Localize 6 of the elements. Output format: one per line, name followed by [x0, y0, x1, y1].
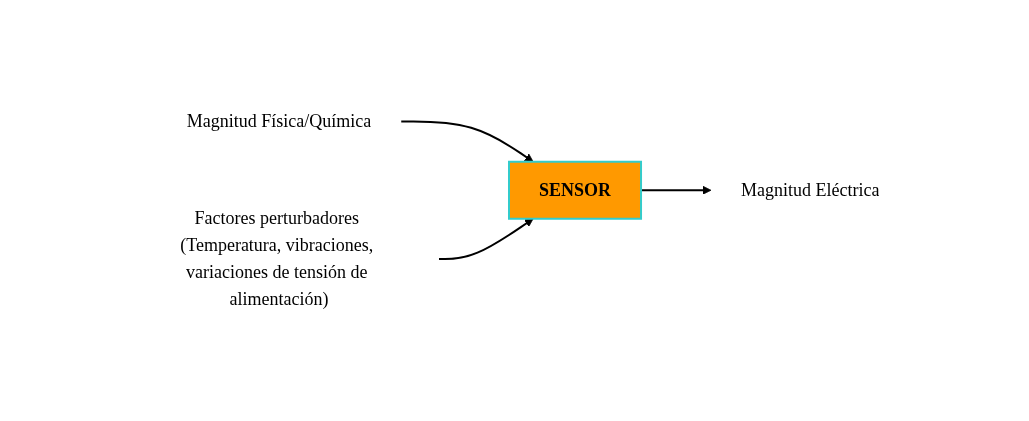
- arrow: [438, 218, 534, 260]
- node-text: Magnitud Física/Química: [187, 111, 372, 131]
- node-text: Magnitud Eléctrica: [741, 179, 880, 200]
- node-box: SENSOR: [508, 160, 643, 220]
- node-text: Factores perturbadores (Temperatura, vibraciones, variaciones de tensión de alimentación): [180, 208, 374, 309]
- arrow: [400, 120, 534, 163]
